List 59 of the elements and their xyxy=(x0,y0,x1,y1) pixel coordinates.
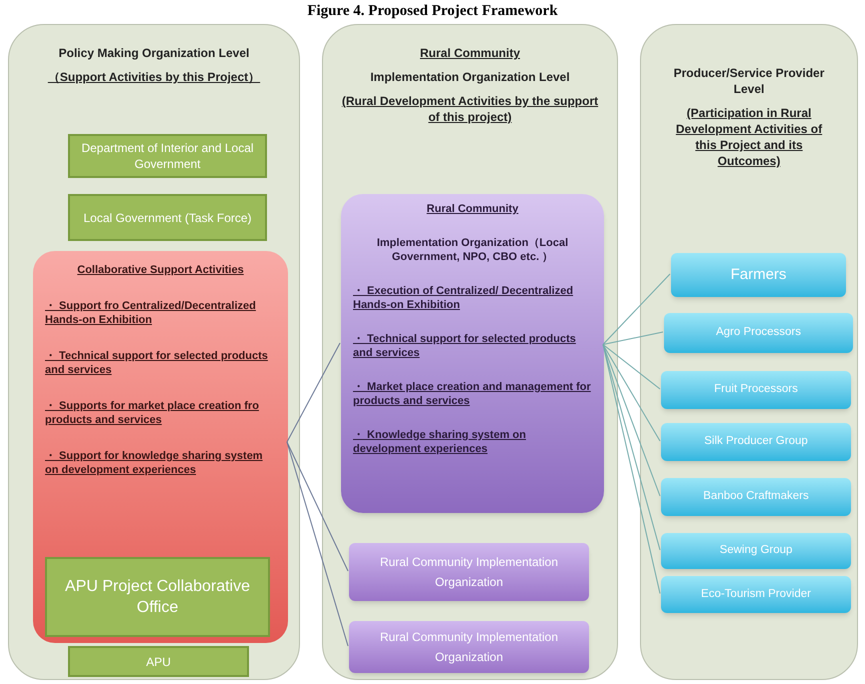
connector-line xyxy=(286,442,348,572)
node-text: Fruit Processors xyxy=(714,382,798,398)
activities-box xyxy=(33,251,288,643)
connector-line xyxy=(602,344,660,390)
node-text: ・ Knowledge sharing system on development experiences xyxy=(353,428,527,456)
node-text: ・ Technical support for selected products and services xyxy=(353,332,577,360)
organization-box xyxy=(68,646,249,677)
node-text: Eco-Tourism Provider xyxy=(701,586,811,602)
node-text: Agro Processors xyxy=(716,325,801,340)
node-text: ・ Market place creation and management for products and services xyxy=(353,380,592,408)
node-text: Implementation Organization Level xyxy=(370,69,570,85)
organization-box xyxy=(68,194,267,241)
node-text: Implementation Organization（Local Government, NPO, CBO etc. ） xyxy=(376,236,570,264)
node-text: Farmers xyxy=(730,264,786,285)
node-text: APU Project Collaborative Office xyxy=(64,577,251,618)
node-text: (Rural Development Activities by the support of this project) xyxy=(340,93,600,125)
organization-box xyxy=(349,621,589,673)
node-text: ・ Technical support for selected products and services xyxy=(45,349,269,377)
producer-box xyxy=(661,576,851,613)
node-text: ・ Support fro Centralized/Decentralized Hands-on Exhibition xyxy=(45,299,257,327)
connector-line xyxy=(602,332,664,345)
node-text: (Participation in Rural Development Activities of this Project and its Outcomes) xyxy=(674,105,824,169)
node-text: Silk Producer Group xyxy=(704,434,808,450)
node-text: Banboo Craftmakers xyxy=(703,489,809,504)
node-text: APU xyxy=(146,654,171,670)
producer-box xyxy=(661,533,851,569)
node-text: （Support Activities by this Project） xyxy=(48,69,260,85)
connector-line xyxy=(286,342,340,442)
level-panel xyxy=(322,24,618,680)
heading-text: Rural Community xyxy=(420,45,520,61)
level-panel xyxy=(8,24,300,680)
heading-text: Collaborative Support Activities xyxy=(77,263,244,277)
producer-box xyxy=(661,478,851,516)
node-text: Department of Interior and Local Government xyxy=(80,140,255,172)
node-text: Rural Community Implementation Organization xyxy=(378,554,560,591)
node-text: ・ Execution of Centralized/ Decentralized Hands-on Exhibition xyxy=(353,284,574,312)
node-text: ・ Supports for market place creation fro products and services xyxy=(45,399,260,427)
producer-box xyxy=(661,423,851,461)
connector-line xyxy=(602,344,660,594)
connector-line xyxy=(286,442,348,646)
node-text: ・ Support for knowledge sharing system on development experiences xyxy=(45,449,264,477)
organization-box xyxy=(68,134,267,178)
organization-box xyxy=(349,543,589,601)
node-text: Sewing Group xyxy=(720,543,792,558)
heading-text: Policy Making Organization Level xyxy=(58,45,250,61)
connector-line xyxy=(602,274,670,345)
producer-box xyxy=(671,253,846,297)
node-text: Local Government (Task Force) xyxy=(83,210,252,226)
node-text: Rural Community Implementation Organization xyxy=(378,629,560,666)
diagram-title: Figure 4. Proposed Project Framework xyxy=(306,2,559,20)
organization-box xyxy=(341,194,604,513)
level-panel xyxy=(640,24,858,680)
heading-text: Rural Community xyxy=(426,202,518,216)
connector-line xyxy=(602,344,660,550)
producer-box xyxy=(661,371,851,409)
office-box xyxy=(45,557,270,637)
heading-text: Producer/Service Provider Level xyxy=(672,65,826,97)
producer-box xyxy=(664,313,853,353)
connector-line xyxy=(602,344,660,442)
